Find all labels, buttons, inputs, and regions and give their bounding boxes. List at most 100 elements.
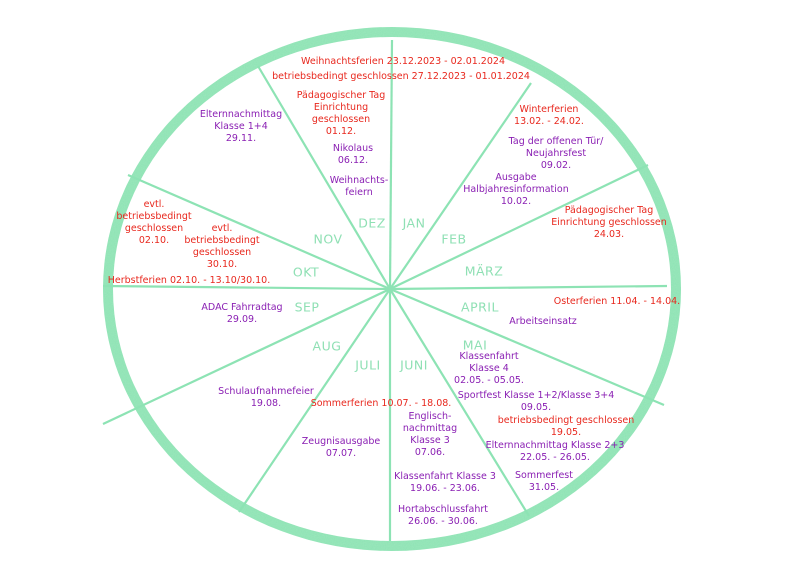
spoke [388,39,394,290]
event-line: Pädagogischer Tag [564,205,654,216]
event-line: Klasse 4 [469,363,509,374]
event-line: Herbstferien 02.10. - 13.10/30.10. [107,275,271,286]
event-line: 31.05. [528,482,560,493]
event-line: 07.07. [325,448,357,459]
month-label-aug: AUG [312,338,342,354]
event-line: 02.10. [138,235,170,246]
event-line: Neujahrsfest [525,148,587,159]
event-line: 06.12. [337,155,369,166]
spoke [389,287,665,407]
event-line: Einrichtung [313,102,369,113]
event-line: feiern [345,187,373,198]
event-line: Sommerfest [515,470,573,481]
spoke [257,65,391,290]
spoke [127,173,391,291]
event-weihnachtsferien: Weihnachtsferien 23.12.2023 - 02.01.2024 [301,56,505,68]
event-line: Sommerferien 10.07. - 18.08. [310,398,452,409]
event-line: Englisch- [408,411,452,422]
event-line: Elternnachmittag Klasse 2+3 [485,440,625,451]
event-dez-geschlossen: betriebsbedingt geschlossen 27.12.2023 -… [272,71,530,83]
month-label-juni: JUNI [400,357,428,373]
event-line: nachmittag [402,423,458,434]
event-sommerferien: Sommerferien 10.07. - 18.08. [311,398,452,410]
event-line: Elternnachmittag [199,109,283,120]
month-label-april: APRIL [461,299,499,315]
event-line: 19.06. - 23.06. [410,483,480,494]
event-line: Zeugnisausgabe [301,436,381,447]
month-label-feb: FEB [441,231,467,247]
month-label-juli: JULI [355,357,381,373]
spoke [389,164,649,290]
event-line: 29.11. [225,133,257,144]
event-line: geschlossen [192,247,252,258]
spoke [102,284,391,291]
event-line: 09.05. [520,402,552,413]
event-line: Klassenfahrt Klasse 3 [394,471,496,482]
event-line: Hortabschlussfahrt [397,504,489,515]
month-label-okt: OKT [292,264,320,280]
event-line: Sportfest Klasse 1+2/Klasse 3+4 [457,390,615,401]
event-line: Winterferien [519,104,579,115]
spoke [389,288,530,517]
event-line: Tag der offenen Tür/ [508,136,604,147]
event-line: ADAC Fahrradtag [201,302,283,313]
event-line: evtl. [143,199,165,210]
event-line: 29.09. [226,314,258,325]
month-label-sep: SEP [294,299,320,315]
event-line: Nikolaus [332,143,374,154]
event-line: 07.06. [414,447,446,458]
event-line: Arbeitseinsatz [509,316,577,327]
event-line: 26.06. - 30.06. [408,516,478,527]
spoke [389,82,532,290]
spoke [238,288,391,513]
event-line: 01.12. [325,126,357,137]
spoke [389,284,668,291]
event-line: betriebsbedingt [116,211,192,222]
event-line: betriebsbedingt geschlossen [497,415,635,426]
event-line: 19.05. [550,427,582,438]
event-line: betriebsbedingt [184,235,260,246]
event-line: Klassenfahrt [459,351,519,362]
month-label-jan: JAN [402,215,426,231]
event-line: 13.02. - 24.02. [514,116,584,127]
month-label-mai: MAI [462,337,488,353]
spoke [102,288,391,425]
event-line: Halbjahresinformation [463,184,569,195]
event-line: Weihnachts- [329,175,389,186]
event-line: geschlossen [311,114,371,125]
event-arbeitseinsatz: Arbeitseinsatz [509,316,577,328]
event-weihnachtsfeiern: Weihnachts-feiern [330,175,389,199]
event-line: Osterferien 11.04. - 14.04. [553,296,681,307]
event-line: evtl. [211,223,233,234]
event-line: 19.08. [250,398,282,409]
event-line: 10.02. [500,196,532,207]
month-label-dez: DEZ [358,215,386,231]
event-line: geschlossen [124,223,184,234]
month-label-maerz: MÄRZ [464,263,504,279]
event-line: 02.05. - 05.05. [454,375,524,386]
event-line: Ausgabe [495,172,537,183]
spokes [102,39,668,541]
event-line: betriebsbedingt geschlossen 27.12.2023 -… [272,71,530,82]
